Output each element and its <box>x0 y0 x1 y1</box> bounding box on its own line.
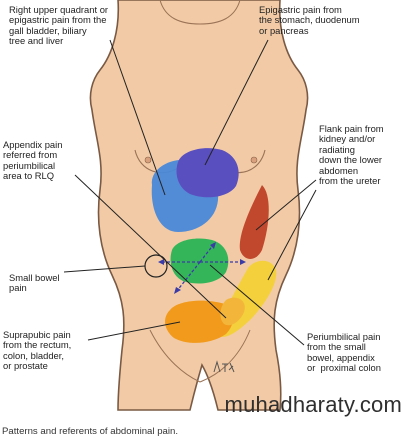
leader-periumbilical <box>209 264 305 346</box>
artist-signature <box>213 360 235 373</box>
epigastric-pain-zone <box>176 148 239 198</box>
leader-ruq <box>109 39 166 196</box>
label-ruq-pain: Right upper quadrant or epigastric pain … <box>9 4 109 47</box>
label-suprapubic-pain: Suprapubic pain from the rectum, colon, … <box>3 329 72 372</box>
leader-appendix <box>74 174 227 319</box>
suprapubic-pain-zone <box>165 300 234 343</box>
label-appendix-pain: Appendix pain referred from periumbilica… <box>3 139 63 182</box>
leader-flank <box>255 179 317 231</box>
flank-pain-zone <box>239 185 269 259</box>
label-periumbilical-pain: Periumbilical pain from the small bowel,… <box>307 331 381 374</box>
right-nipple <box>250 156 258 164</box>
leader-ureter <box>267 189 317 281</box>
arrow-up-right <box>199 243 215 263</box>
arrow-down-left <box>175 261 201 293</box>
left-nipple <box>144 156 152 164</box>
label-flank-pain: Flank pain from kidney and/or radiating … <box>319 123 384 187</box>
figure-caption: Patterns and referents of abdominal pain… <box>2 426 178 437</box>
arrowhead-left <box>158 259 164 265</box>
rlq-extension-zone <box>220 297 245 326</box>
arrowhead-up-right <box>210 242 216 249</box>
neck-contour <box>159 0 241 25</box>
watermark: muhadharaty.com <box>224 392 402 417</box>
leader-epigastric <box>204 39 269 166</box>
leader-small-bowel <box>63 265 146 273</box>
arrowhead-down-left <box>174 287 181 294</box>
left-groin-line <box>149 329 201 383</box>
leader-suprapubic <box>87 321 181 341</box>
right-groin-line <box>199 329 251 383</box>
periumbilical-pain-zone <box>170 238 229 284</box>
label-small-bowel-pain: Small bowel pain <box>9 272 60 294</box>
arrowhead-right <box>240 259 246 265</box>
label-epigastric-pain: Epigastric pain from the stomach, duoden… <box>259 4 360 36</box>
